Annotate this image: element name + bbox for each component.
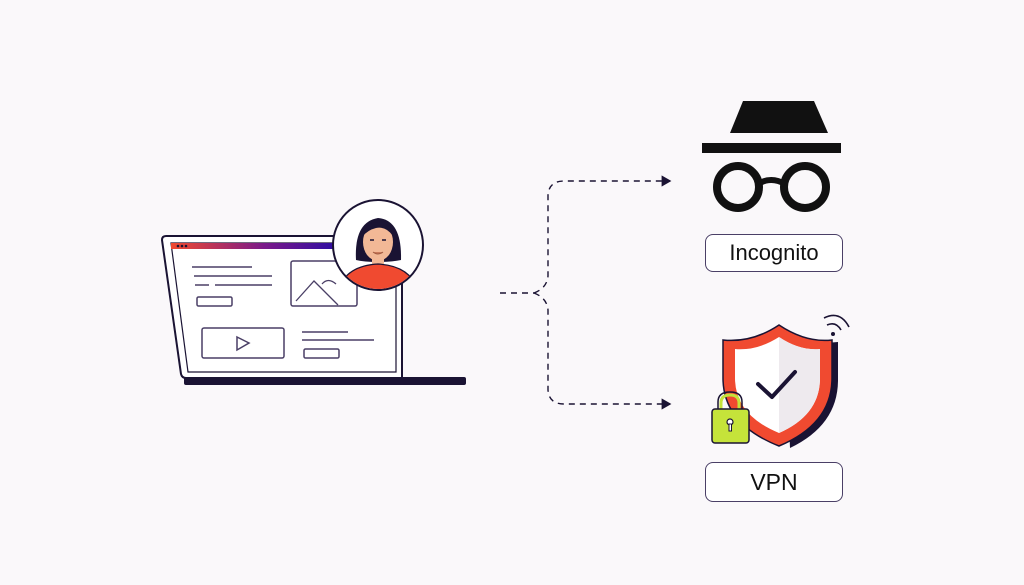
placeholder-button [196, 296, 233, 307]
glasses-bridge [756, 177, 787, 187]
hat-brim [702, 143, 841, 153]
play-icon [236, 335, 251, 352]
placeholder-button [303, 348, 340, 359]
vpn-label-text: VPN [750, 468, 798, 495]
user-avatar [332, 199, 424, 291]
text-placeholder-lines [192, 266, 374, 341]
wifi-signal-icon [823, 314, 850, 336]
browser-title-bar [171, 243, 341, 249]
hat-icon [730, 101, 828, 133]
incognito-icon [702, 101, 841, 212]
window-dots [176, 244, 188, 248]
check-icon [756, 370, 797, 399]
incognito-label: Incognito [705, 234, 843, 272]
glasses-lens-right [780, 162, 830, 212]
glasses-lens-left [713, 162, 763, 212]
vpn-label: VPN [705, 462, 843, 502]
connector-to-incognito [533, 175, 672, 294]
branch-connector [500, 175, 672, 410]
shield-inner-shade [779, 337, 820, 433]
video-placeholder [201, 327, 285, 359]
vpn-shield-icon [711, 314, 850, 448]
connector-to-vpn [533, 292, 672, 410]
incognito-label-text: Incognito [729, 240, 819, 265]
laptop-base [184, 377, 466, 385]
padlock-icon [711, 391, 750, 444]
